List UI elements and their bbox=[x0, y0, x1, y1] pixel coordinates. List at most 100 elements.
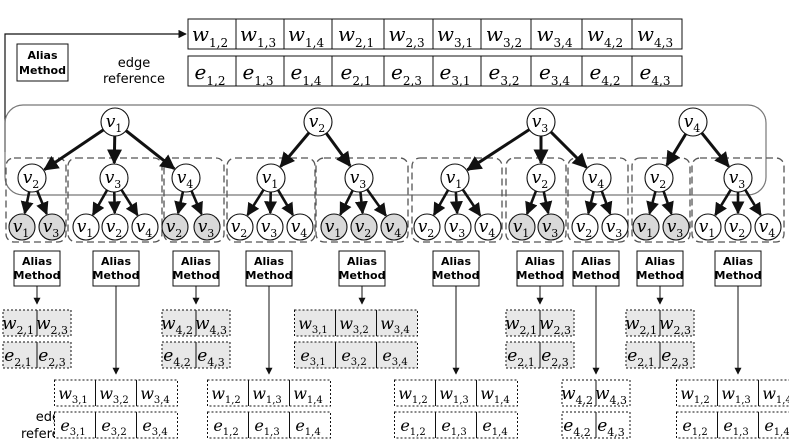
child-node: v3 bbox=[344, 163, 374, 193]
table-edge-value: e1,4 bbox=[295, 416, 320, 438]
table-weight-value: w1,2 bbox=[211, 384, 241, 406]
edge-arrow bbox=[539, 191, 553, 215]
table-edge-value: e1,4 bbox=[482, 416, 507, 438]
leaf-node: v3 bbox=[444, 213, 472, 241]
alias-method-label-line1: Alias bbox=[581, 255, 611, 268]
table-weight-value: w4,2 bbox=[561, 384, 593, 407]
top-weight-value: w1,2 bbox=[192, 22, 228, 50]
graph-frame bbox=[4, 104, 767, 196]
top-edge-cell bbox=[383, 55, 434, 87]
top-weight-value: w1,4 bbox=[288, 22, 325, 50]
child-node: v3 bbox=[99, 163, 129, 193]
edge-row bbox=[676, 411, 789, 439]
table-weight-value: w3,1 bbox=[58, 384, 88, 406]
child-node-label: v3 bbox=[729, 168, 746, 191]
child-node-label: v1 bbox=[262, 168, 279, 191]
root-node: v2 bbox=[303, 107, 333, 137]
table-edge-value: e4,3 bbox=[197, 346, 225, 369]
edge-arrow bbox=[432, 189, 450, 216]
root-node-label: v1 bbox=[106, 112, 123, 135]
child-node: v3 bbox=[723, 163, 753, 193]
leaf-node-label: v2 bbox=[576, 217, 593, 240]
top-alias-method-box: Alias Method bbox=[16, 43, 69, 82]
connector-line bbox=[4, 29, 187, 152]
table-edge-value: e3,2 bbox=[341, 346, 366, 368]
edge-arrow bbox=[36, 190, 49, 216]
top-weight-cell bbox=[283, 18, 333, 50]
edge-arrow bbox=[20, 191, 34, 215]
table-weight-value: w2,3 bbox=[36, 314, 68, 337]
top-edge-reference-label-line2: reference bbox=[103, 72, 165, 87]
leaf-node: v3 bbox=[662, 213, 690, 241]
table-weight-value: w3,4 bbox=[380, 314, 410, 336]
alias-method-label-line1: Alias bbox=[101, 255, 131, 268]
leaf-node: v3 bbox=[38, 213, 66, 241]
alias-method-label-line2: Method bbox=[14, 269, 61, 282]
leaf-node: v4 bbox=[754, 213, 782, 241]
table-edge-value: e1,4 bbox=[764, 416, 789, 438]
table-edge-value: e1,3 bbox=[441, 416, 466, 438]
edge-arrow bbox=[744, 189, 762, 217]
table-weight-value: w3,2 bbox=[339, 314, 369, 336]
leaf-node-label: v4 bbox=[136, 217, 153, 240]
edge-arrow bbox=[125, 129, 176, 170]
top-edge-value: e1,4 bbox=[291, 60, 322, 88]
table-edge-value: e3,2 bbox=[101, 416, 126, 438]
leaf-node-label: v1 bbox=[637, 217, 654, 240]
edge-arrow bbox=[700, 131, 730, 168]
child-node: v1 bbox=[256, 163, 286, 193]
leaf-node: v1 bbox=[72, 213, 100, 241]
child-node-label: v2 bbox=[23, 168, 40, 191]
top-alias-label-line1: Alias bbox=[27, 49, 57, 62]
edge-arrow bbox=[174, 191, 187, 215]
top-weight-value: w2,3 bbox=[388, 22, 424, 50]
leaf-node-label: v4 bbox=[759, 217, 776, 240]
edge-arrow bbox=[246, 189, 265, 217]
leaf-node-label: v1 bbox=[513, 217, 530, 240]
leaf-node: v2 bbox=[161, 213, 189, 241]
table-edge-value: e3,4 bbox=[142, 416, 167, 438]
top-edge-value: e3,2 bbox=[489, 60, 520, 88]
table-edge-value: e2,3 bbox=[38, 346, 66, 369]
edge-row bbox=[294, 341, 418, 369]
table-weight-value: w1,3 bbox=[439, 384, 469, 406]
top-edge-cell bbox=[530, 55, 583, 87]
child-node: v2 bbox=[644, 163, 674, 193]
neighbor-group-box bbox=[226, 157, 316, 243]
neighbor-group-box bbox=[163, 157, 225, 243]
neighbor-group-box bbox=[691, 157, 785, 243]
root-node-label: v4 bbox=[684, 112, 701, 135]
edge-arrow bbox=[190, 190, 203, 216]
top-weight-value: w1,3 bbox=[240, 22, 276, 50]
top-edge-cell bbox=[480, 55, 532, 87]
top-edge-value: e3,4 bbox=[539, 60, 570, 88]
top-weight-value: w3,1 bbox=[437, 22, 473, 50]
alias-method-label-line1: Alias bbox=[645, 255, 675, 268]
table-weight-value: w1,4 bbox=[293, 384, 323, 406]
top-weight-value: w3,4 bbox=[536, 22, 573, 50]
top-weight-cell bbox=[331, 18, 385, 50]
edge-arrow bbox=[461, 188, 482, 217]
child-node: v4 bbox=[171, 163, 201, 193]
alias-method-label-line2: Method bbox=[339, 269, 386, 282]
table-edge-value: e1,2 bbox=[682, 416, 707, 438]
top-edge-value: e4,2 bbox=[590, 60, 621, 88]
top-edge-cell bbox=[331, 55, 385, 87]
top-weight-cell bbox=[631, 18, 683, 50]
leaf-node-label: v2 bbox=[231, 217, 248, 240]
edge-arrow bbox=[714, 189, 732, 217]
leaf-node-label: v1 bbox=[13, 217, 30, 240]
alias-method-label-line1: Alias bbox=[723, 255, 753, 268]
root-node-label: v2 bbox=[309, 112, 326, 135]
table-weight-value: w4,3 bbox=[195, 314, 227, 337]
alias-method-label-line2: Method bbox=[715, 269, 762, 282]
